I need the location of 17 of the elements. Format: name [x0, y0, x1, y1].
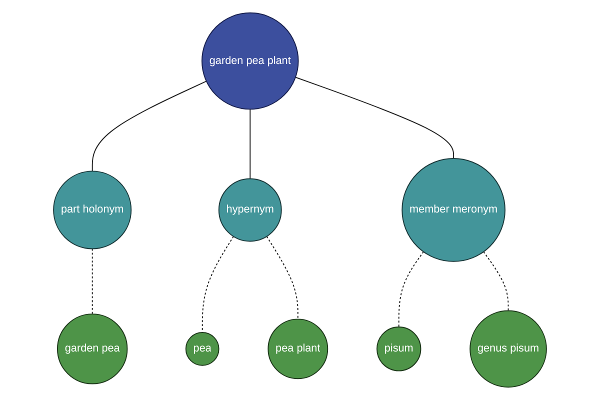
- connector: [92, 248, 93, 315]
- node-circle: pea plant: [268, 318, 328, 380]
- connector: [250, 108, 251, 180]
- node-circle: garden pea plant: [201, 12, 299, 110]
- node-circle: pisum: [376, 326, 422, 372]
- node-circle: genus pisum: [470, 310, 547, 388]
- connector: [294, 76, 454, 160]
- node-circle: member meronym: [402, 158, 506, 262]
- node-circle: pea: [185, 332, 220, 366]
- node-circle: hypernym: [218, 178, 282, 242]
- connector: [266, 236, 298, 320]
- connector: [398, 251, 424, 328]
- connector: [92, 80, 207, 172]
- node-circle: part holonym: [53, 170, 132, 250]
- connector: [202, 236, 234, 333]
- connector: [483, 251, 509, 312]
- node-circle: garden pea: [56, 314, 128, 384]
